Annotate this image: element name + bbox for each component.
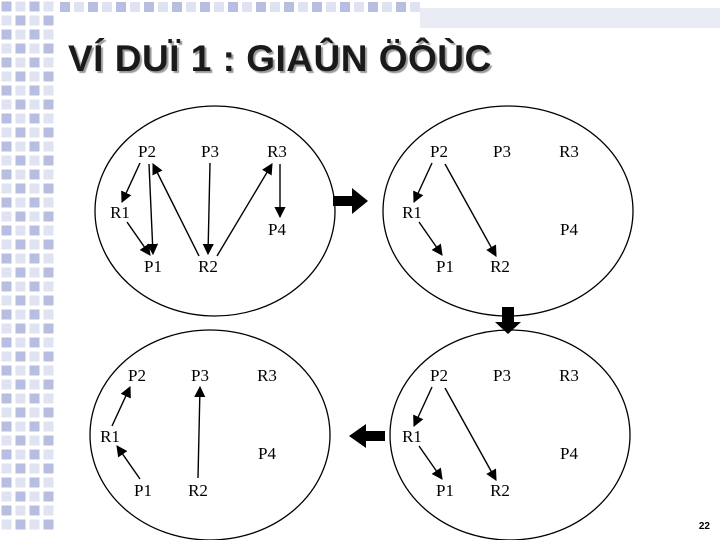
node-r2: R2 [490, 257, 510, 276]
decorative-left-strip [0, 0, 55, 531]
edge-P2-to-R1 [121, 162, 141, 204]
node-p1: P1 [144, 257, 162, 276]
node-r3: R3 [559, 142, 579, 161]
slide-title: VÍ DUÏ 1 : GIAÛN ÖÔÙC [68, 38, 492, 79]
edge-P2-to-R1 [413, 162, 433, 204]
node-p2: P2 [128, 366, 146, 385]
arrow-right-icon [333, 188, 368, 214]
node-p2: P2 [430, 142, 448, 161]
edge-R2-to-R3 [216, 163, 273, 257]
node-r3: R3 [257, 366, 277, 385]
node-r3: R3 [559, 366, 579, 385]
node-p3: P3 [201, 142, 219, 161]
arrow-left-icon [349, 424, 385, 448]
node-r1: R1 [110, 203, 130, 222]
node-p1: P1 [436, 257, 454, 276]
graph-boundary-bottom-left [89, 329, 331, 540]
node-r2: R2 [490, 481, 510, 500]
node-p1: P1 [134, 481, 152, 500]
edge-P2-to-R2 [444, 387, 497, 481]
node-p2: P2 [430, 366, 448, 385]
graph-boundary-top-left [94, 105, 336, 317]
node-r3: R3 [267, 142, 287, 161]
edge-R1-to-P1 [418, 221, 443, 256]
node-r1: R1 [100, 427, 120, 446]
edge-P3-to-R2 [202, 162, 214, 256]
node-r1: R1 [402, 427, 422, 446]
edge-R2-to-P3 [194, 385, 206, 479]
decorative-top-strip [60, 2, 720, 28]
edge-P1-to-R1 [116, 445, 141, 480]
edge-P2-to-R1 [413, 386, 433, 428]
node-p4: P4 [268, 220, 286, 239]
node-p1: P1 [436, 481, 454, 500]
node-p3: P3 [493, 366, 511, 385]
edge-R2-to-P2 [152, 162, 200, 257]
edge-R1-to-P1 [126, 221, 151, 256]
edge-P2-to-R2 [444, 163, 497, 257]
node-p2: P2 [138, 142, 156, 161]
node-p4: P4 [560, 444, 578, 463]
node-p3: P3 [191, 366, 209, 385]
node-p3: P3 [493, 142, 511, 161]
node-p4: P4 [258, 444, 276, 463]
node-p4: P4 [560, 220, 578, 239]
edge-R1-to-P1 [418, 445, 443, 480]
node-r2: R2 [198, 257, 218, 276]
page-number: 22 [698, 521, 710, 532]
node-r2: R2 [188, 481, 208, 500]
graph-boundary-bottom-right [389, 329, 631, 540]
node-r1: R1 [402, 203, 422, 222]
edge-R1-to-P2 [111, 385, 131, 427]
edge-P2-to-P1 [146, 163, 159, 256]
arrow-down-icon [495, 307, 521, 334]
